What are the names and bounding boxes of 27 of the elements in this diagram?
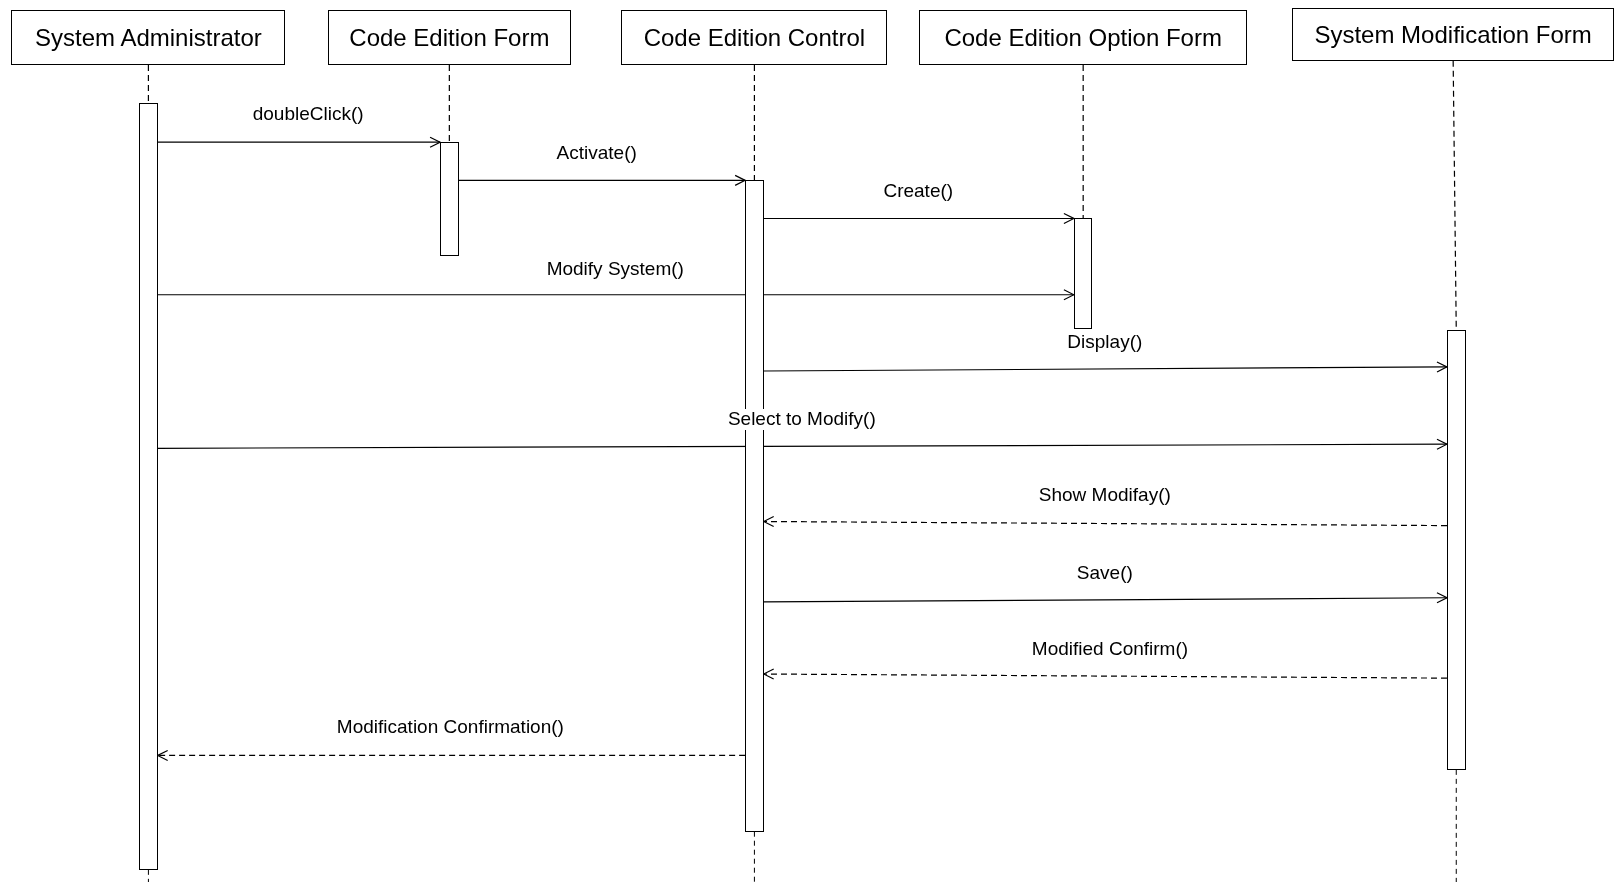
participant-box: Code Edition Form: [327, 10, 571, 65]
message-label: Show Modifay(): [1036, 485, 1173, 507]
lifeline: [753, 64, 755, 181]
return-message-arrow: [763, 668, 1448, 680]
message-label: Select to Modify(): [725, 409, 878, 431]
return-message-arrow: [763, 515, 1448, 528]
message-arrow: [157, 136, 441, 148]
message-arrow: [157, 289, 1075, 301]
message-arrow: [763, 592, 1448, 604]
activation-bar: [440, 142, 459, 256]
message-label: Activate(): [554, 143, 639, 165]
activation-bar: [1073, 218, 1093, 329]
lifeline: [448, 64, 450, 143]
lifeline: [1082, 64, 1084, 220]
participant-box: Code Edition Option Form: [919, 10, 1248, 65]
message-arrow: [763, 361, 1448, 373]
message-arrow: [763, 212, 1075, 225]
participant-box: System Administrator: [11, 10, 286, 65]
activation-bar: [139, 103, 158, 870]
message-arrow: [458, 174, 746, 186]
activation-bar: [1446, 329, 1466, 770]
message-arrow: [157, 438, 1448, 450]
message-label: doubleClick(): [250, 104, 366, 125]
participant-box: System Modification Form: [1292, 8, 1614, 61]
return-message-arrow: [157, 749, 746, 762]
lifeline: [147, 64, 149, 104]
participant-box: Code Edition Control: [621, 10, 888, 65]
